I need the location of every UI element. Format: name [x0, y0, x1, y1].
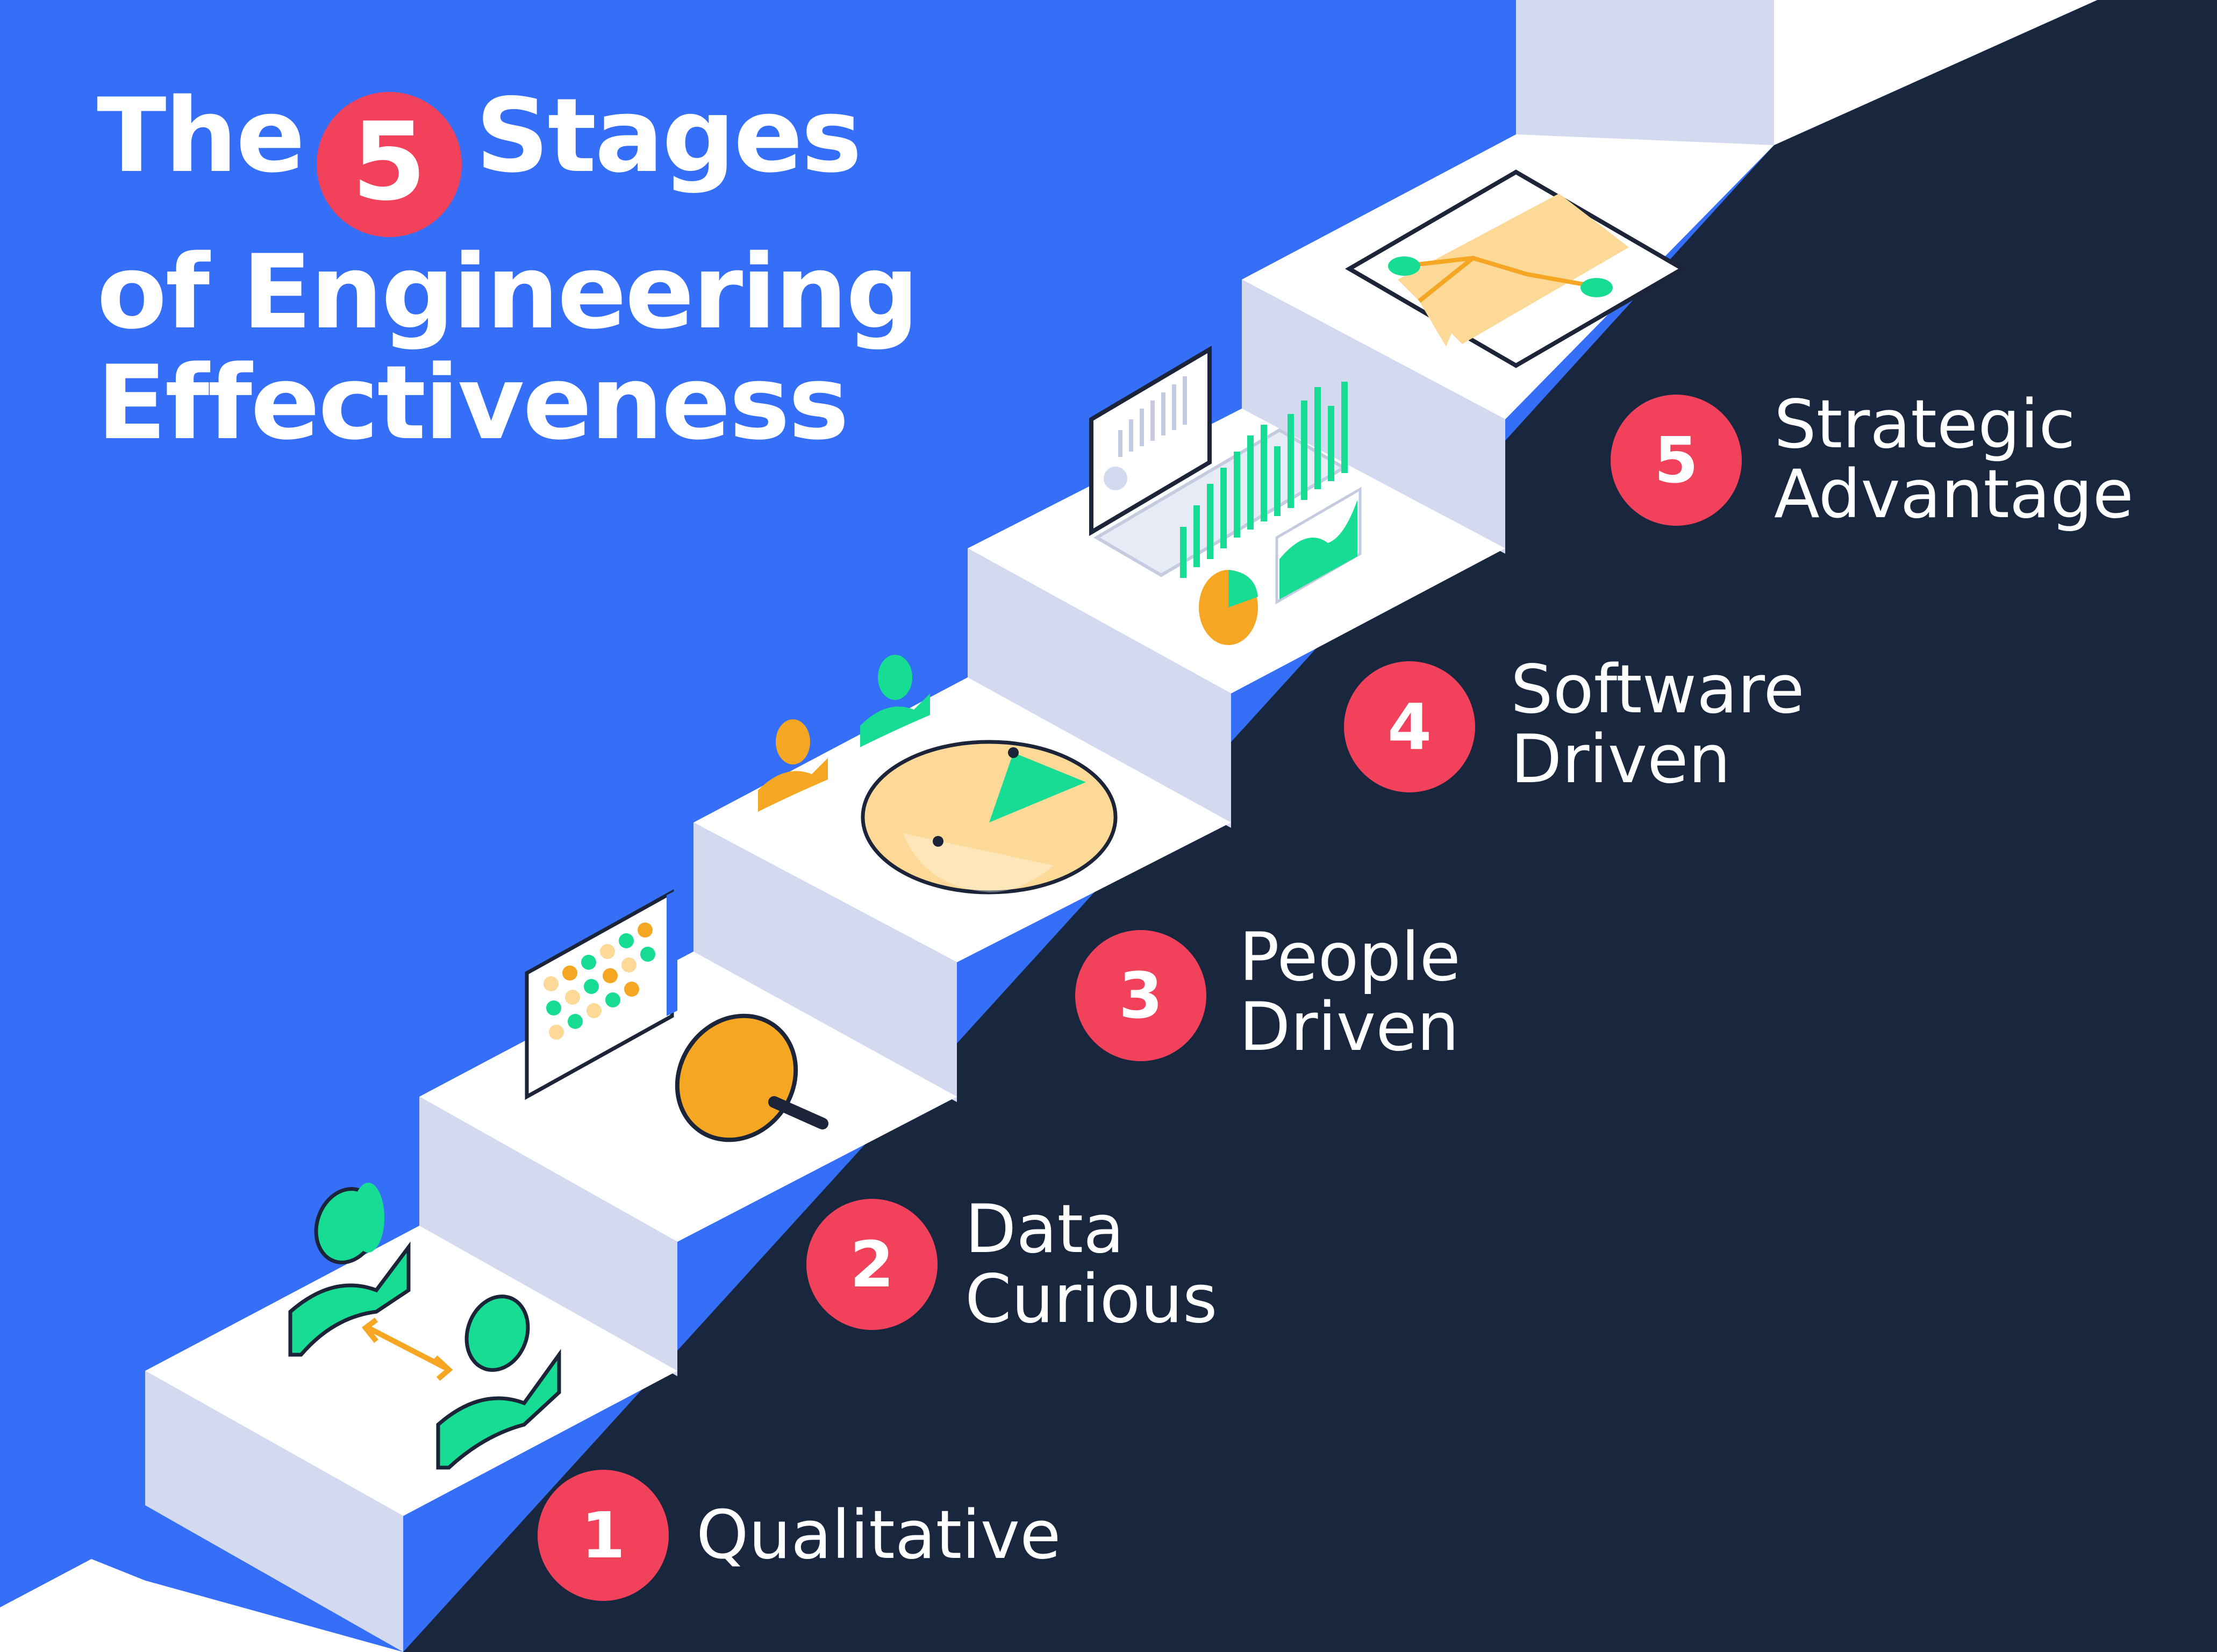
stage-1-label-line-1: Qualitative	[696, 1497, 1061, 1574]
stage-4-label-line-1: Software	[1511, 651, 1805, 728]
data-grid-and-magnifier-icon	[525, 889, 828, 1142]
white-bottom-corner	[0, 1559, 403, 1652]
stage-2-label-line-1: Data	[965, 1191, 1125, 1268]
stage-5-label-line-1: Strategic	[1774, 386, 2076, 463]
two-people-exchange-icon	[288, 1183, 561, 1470]
stage-1-label: Qualitative	[696, 1500, 1061, 1570]
stage-5-badge: 5	[1611, 395, 1742, 526]
stage-2-badge: 2	[806, 1199, 938, 1330]
step-2-front	[419, 1097, 677, 1376]
stage-4-label-line-2: Driven	[1511, 721, 1731, 798]
title-number-badge: 5	[316, 92, 462, 237]
stage-1-badge: 1	[538, 1470, 669, 1601]
step-1	[145, 1226, 677, 1652]
stage-2-label: Data Curious	[965, 1195, 1218, 1334]
stage-4-label: Software Driven	[1511, 655, 1805, 795]
stage-2-label-line-2: Curious	[965, 1261, 1218, 1338]
stage-5-label: Strategic Advantage	[1774, 390, 2134, 530]
step-4	[968, 409, 1505, 828]
title-line-2: of Engineering	[97, 233, 919, 352]
stage-3-badge: 3	[1075, 930, 1206, 1061]
title-line-3: Effectiveness	[97, 344, 849, 462]
step-1-tread	[145, 1226, 677, 1516]
title-prefix: The	[97, 76, 305, 195]
step-3-front	[693, 823, 957, 1102]
step-5-front	[1242, 280, 1505, 554]
strategy-map-icon	[1345, 169, 1687, 368]
step-1-front	[145, 1371, 403, 1652]
stage-5-label-line-2: Advantage	[1774, 456, 2134, 533]
stage-3-label-line-1: People	[1239, 919, 1461, 996]
step-5-riser	[1516, 0, 1774, 145]
stage-3-label-line-2: Driven	[1239, 989, 1460, 1066]
dashboard-and-charts-icon	[1089, 345, 1362, 645]
step-4-tread	[968, 409, 1505, 693]
stage-4-badge: 4	[1344, 661, 1475, 792]
people-and-pie-chart-icon	[758, 655, 1118, 895]
stage-3-label: People Driven	[1239, 922, 1461, 1062]
step-4-front	[968, 548, 1231, 828]
title-suffix: Stages	[475, 76, 862, 195]
